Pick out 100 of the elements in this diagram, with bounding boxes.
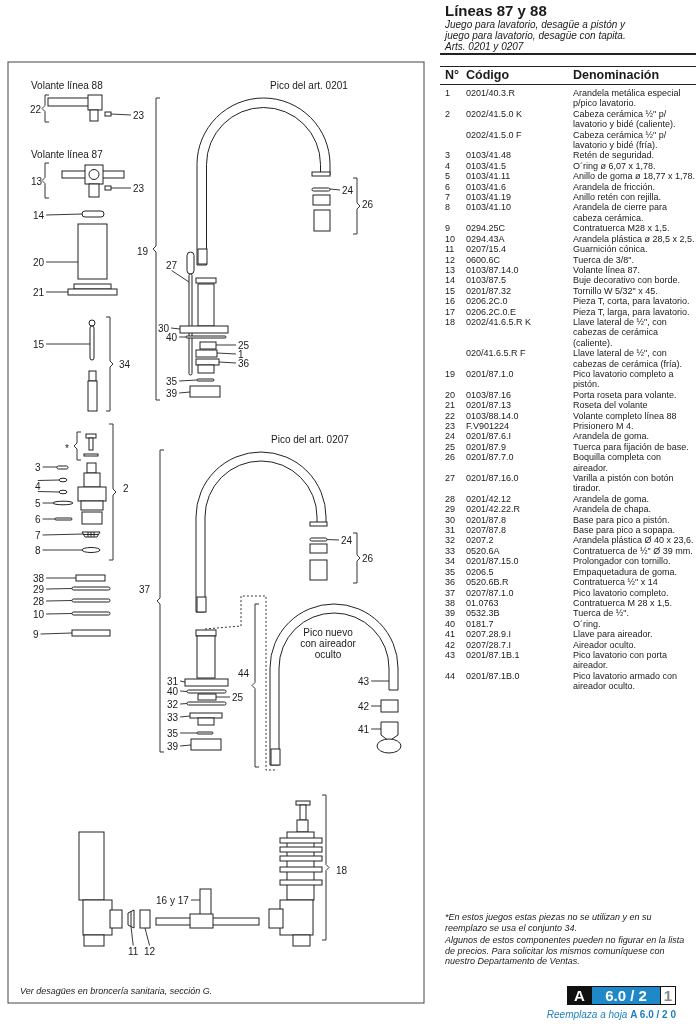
part-code: 0201/42.12 (466, 493, 512, 505)
footnote: Ver desagües en broncería sanitaria, sección G. (20, 985, 213, 997)
washer-drawing (71, 611, 111, 616)
callout-number: 32 (167, 699, 179, 709)
callout-number: 36 (238, 358, 250, 368)
lock-nut-drawing (75, 574, 106, 582)
part-code: 0207/28.7.I (466, 639, 512, 650)
callout-number: 2 (123, 483, 129, 495)
part-description: Volante completo línea 88 (573, 410, 677, 421)
part-code: 0103/87.14.0 (466, 264, 519, 276)
gasket-drawing (196, 731, 214, 735)
part-number: 27 (445, 473, 455, 484)
part-code: 0294.43A (466, 233, 505, 245)
footnote-mark: * (65, 443, 69, 455)
retaining-ring-drawing (56, 465, 69, 470)
callout-number: 13 (31, 176, 43, 188)
part-description: Pieza T, corta, para lavatorio. (573, 296, 690, 307)
callout-number: 8 (35, 545, 41, 555)
part-code: 0103/87.16 (466, 389, 512, 401)
callout-number: 43 (358, 676, 370, 686)
part-code: 0201/87.9 (466, 441, 507, 453)
part-description: Tuerca de 3/8". (573, 254, 634, 265)
callout-number: 23 (133, 110, 145, 120)
o-ring-drawing (185, 335, 227, 339)
part-number: 10 (445, 233, 455, 245)
part-description: Anillo retén con rejilla. (573, 192, 662, 203)
part-description: Pieza T, larga, para lavatorio. (573, 306, 690, 317)
column-header: N° (445, 68, 460, 83)
callout-number: 9 (33, 629, 39, 639)
callout-number: 25 (238, 340, 250, 350)
part-number: 18 (445, 316, 455, 328)
callout-number: 23 (133, 183, 145, 193)
part-code: 020/41.6.5.R F (466, 348, 526, 359)
part-code: 0520.6A (466, 545, 500, 557)
callout-number: 39 (167, 741, 179, 751)
nut-drawing (199, 341, 217, 350)
part-code: 0207.2 (466, 535, 494, 546)
column-header: Código (466, 68, 510, 83)
callout-number: 28 (33, 596, 45, 606)
part-description: Contratuerca M28 x 1,5. (573, 223, 670, 234)
callout-number: 38 (33, 573, 45, 583)
callout-number: 44 (238, 668, 250, 680)
leader-line (190, 899, 201, 901)
part-caption: Volante línea 88 (31, 80, 103, 92)
part-code: 0201/87.15.0 (466, 556, 519, 567)
part-caption: Volante línea 87 (31, 149, 103, 161)
part-description: Porta roseta para volante. (573, 389, 677, 401)
lock-nut-drawing (195, 358, 220, 374)
part-number: 30 (445, 514, 455, 526)
part-description: Arandela de chapa. (573, 504, 652, 515)
part-number: 4 (445, 160, 450, 172)
o-ring-drawing (58, 477, 68, 483)
leader-line (45, 343, 91, 345)
leader-line (179, 744, 192, 747)
part-number: 36 (445, 577, 455, 588)
column-header: Denominación (573, 68, 660, 83)
part-description: Buje decorativo con borde. (573, 275, 681, 286)
callout-number: 35 (167, 728, 179, 738)
part-code: 0181.7 (466, 618, 494, 630)
part-code: 0600.6C (466, 254, 501, 265)
rubber-ring-drawing (52, 500, 74, 506)
rosette-drawing (67, 283, 118, 296)
callout-number: 15 (33, 339, 45, 349)
leader-line (45, 213, 83, 216)
part-code: F.V901224 (466, 421, 510, 432)
callout-number: 7 (35, 530, 41, 540)
callout-number: 6 (35, 514, 41, 524)
leader-line (326, 539, 340, 541)
part-number: 23 (445, 421, 455, 432)
callout-number: 19 (137, 246, 149, 258)
washer-drawing (311, 187, 331, 192)
callout-number: 14 (33, 210, 45, 220)
callout-number: 29 (33, 584, 45, 594)
part-number: 29 (445, 504, 455, 515)
part-number: 11 (445, 244, 455, 255)
callout-number: 26 (362, 553, 374, 565)
part-description: Base para pico a sopapa. (573, 525, 676, 536)
leader-line (37, 479, 60, 481)
aerator-drawing (380, 699, 399, 713)
part-code: 0201/87.7.0 (466, 452, 514, 463)
part-code: 0201/42.22.R (466, 504, 521, 515)
washer-drawing (71, 586, 111, 591)
callout-number: 5 (35, 498, 41, 508)
part-code: 0206.5 (466, 566, 494, 578)
part-description: Anillo de goma ø 18,77 x 1,78. (573, 171, 696, 182)
part-description: Arandela de goma. (573, 493, 650, 505)
part-code: 0201/87.13 (466, 400, 512, 411)
callout-number: 24 (342, 185, 354, 195)
part-description: Volante línea 87. (573, 264, 641, 276)
part-number: 35 (445, 566, 455, 578)
callout-number: 12 (144, 946, 156, 956)
part-description: Llave lateral de ½", con cabezas de cerámica (fría). (573, 348, 684, 369)
leader-line (42, 533, 84, 536)
rosette-holder-drawing (77, 223, 108, 280)
leader-line (215, 344, 237, 346)
leader-line (45, 577, 77, 579)
leader-line (45, 291, 69, 293)
part-code: 0207/87.8 (466, 525, 507, 536)
callout-number: 25 (232, 692, 244, 702)
leader-line (42, 466, 58, 468)
